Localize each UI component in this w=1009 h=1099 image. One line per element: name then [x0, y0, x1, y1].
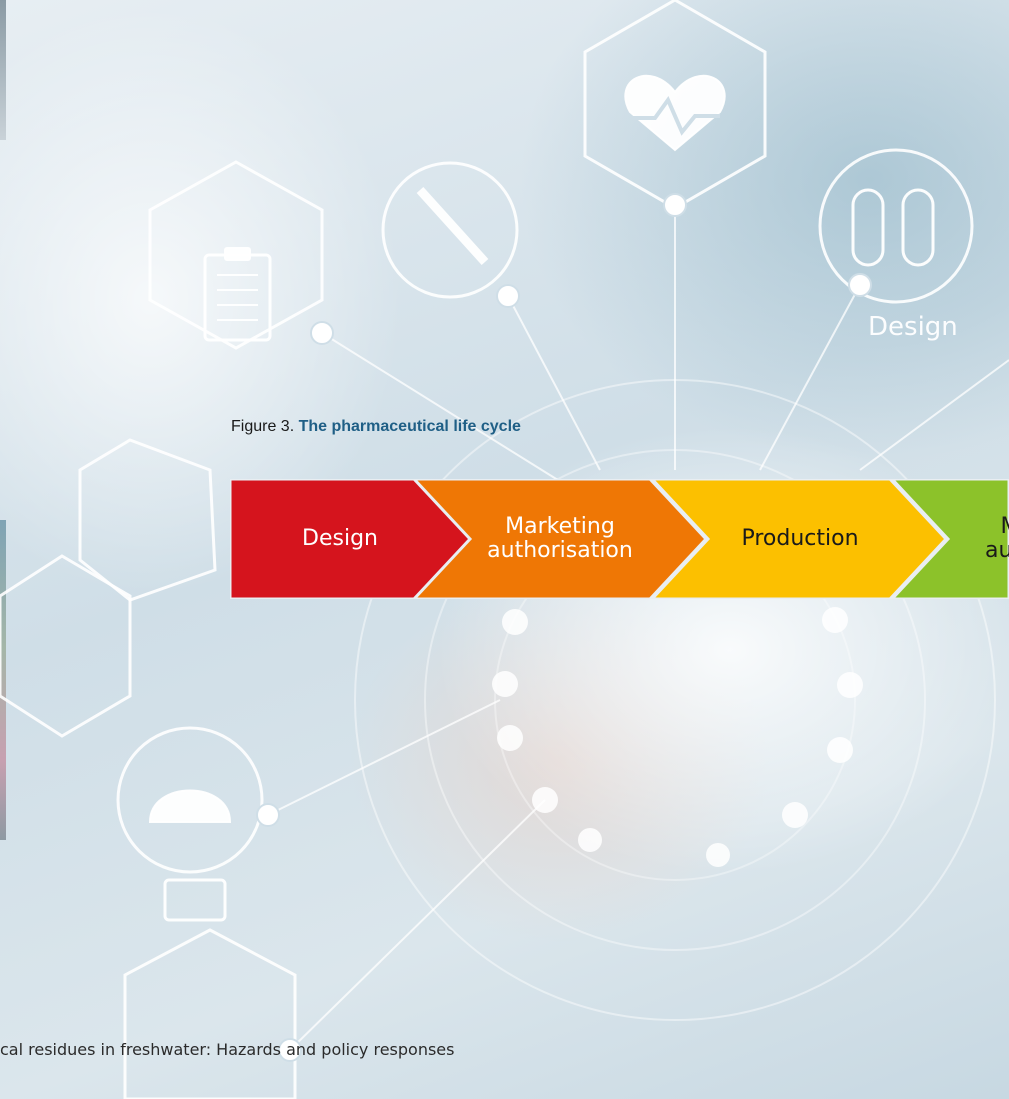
background-design-label: Design — [868, 312, 958, 342]
stage-arrow-production — [649, 479, 949, 599]
stage-arrow-marketing-authorisation — [411, 479, 709, 599]
figure-caption: Figure 3. The pharmaceutical life cycle — [231, 418, 521, 436]
stage-arrow-market-authorisation — [889, 479, 1009, 599]
syringe-icon — [381, 161, 519, 299]
stage-label-marketing-authorisation: Marketing authorisation — [487, 514, 633, 563]
figure-number: Figure 3. — [231, 418, 295, 435]
iv-bag-icon — [0, 554, 132, 738]
clipboard-icon — [148, 160, 324, 350]
life-cycle-diagram: Design Marketing authorisation Productio… — [230, 479, 1009, 599]
pill-bottle-icon — [78, 438, 217, 602]
stage-label-market-authorisation: M auth — [985, 515, 1009, 563]
figure-title: The pharmaceutical life cycle — [298, 418, 521, 435]
left-edge-photo-strip-bottom — [0, 520, 6, 840]
monitor-icon — [123, 928, 297, 1099]
test-tubes-icon — [818, 148, 974, 304]
left-edge-photo-strip-top — [0, 0, 6, 140]
nurse-cap-icon — [116, 726, 264, 874]
running-footer: cal residues in freshwater: Hazards and … — [0, 1040, 455, 1059]
stage-label-design: Design — [302, 526, 378, 551]
stage-label-production: Production — [741, 526, 859, 551]
